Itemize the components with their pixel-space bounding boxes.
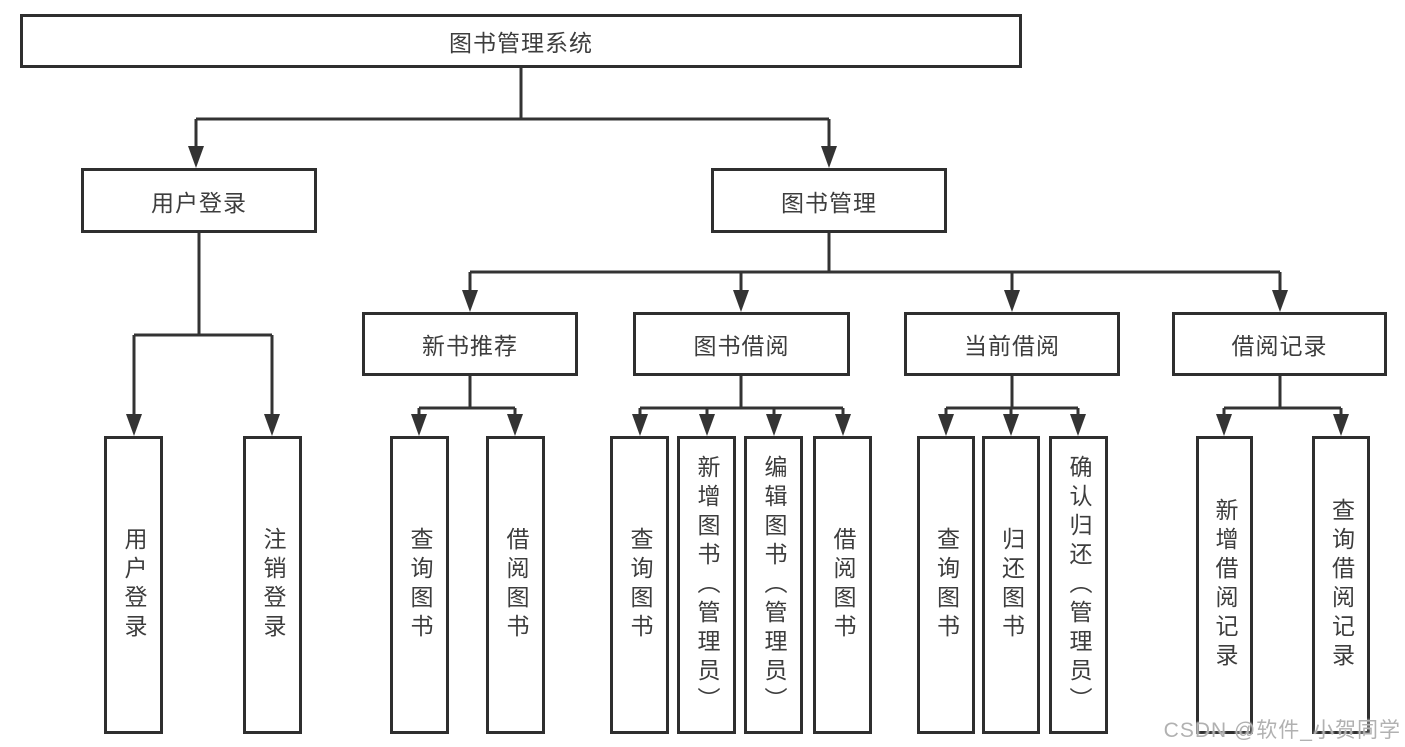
leaf-records-add: 新增借阅记录 [1196,436,1253,734]
leaf-logout: 注销登录 [243,436,302,734]
connector-book-management-to-level3 [462,233,1288,312]
leaf-borrow-borrow-label: 借阅图书 [830,527,856,643]
leaf-newbook-borrow-label: 借阅图书 [503,527,529,643]
connector-current-to-leaves [938,376,1086,436]
leaf-logout-label: 注销登录 [260,527,286,643]
connector-borrow-to-leaves [632,376,851,436]
leaf-current-return-label: 归还图书 [998,527,1025,643]
leaf-current-return: 归还图书 [982,436,1040,734]
leaf-user-login-label: 用户登录 [121,527,147,643]
connector-records-to-leaves [1216,376,1349,436]
leaf-records-query-label: 查询借阅记录 [1328,498,1355,672]
connector-root-to-level2 [188,68,837,168]
node-new-book: 新书推荐 [362,312,578,376]
leaf-current-confirm-label: 确认归还（管理员） [1066,454,1092,716]
leaf-borrow-query: 查询图书 [610,436,669,734]
leaf-borrow-borrow: 借阅图书 [813,436,872,734]
leaf-current-query: 查询图书 [917,436,975,734]
leaf-newbook-query-label: 查询图书 [407,527,433,643]
connector-new-book-to-leaves [411,376,523,436]
leaf-borrow-add-label: 新增图书（管理员） [694,454,720,716]
node-root: 图书管理系统 [20,14,1022,68]
leaf-newbook-borrow: 借阅图书 [486,436,545,734]
leaf-newbook-query: 查询图书 [390,436,449,734]
leaf-records-query: 查询借阅记录 [1312,436,1370,734]
connector-user-login-to-leaves [126,233,280,436]
leaf-borrow-edit-label: 编辑图书（管理员） [761,454,787,716]
leaf-borrow-add: 新增图书（管理员） [677,436,736,734]
leaf-borrow-edit: 编辑图书（管理员） [744,436,803,734]
node-user-login: 用户登录 [81,168,317,233]
node-records: 借阅记录 [1172,312,1387,376]
csdn-watermark: CSDN @软件_小贺同学 [1163,719,1401,742]
leaf-borrow-query-label: 查询图书 [627,527,653,643]
leaf-current-query-label: 查询图书 [933,527,960,643]
leaf-records-add-label: 新增借阅记录 [1212,498,1238,672]
leaf-user-login: 用户登录 [104,436,163,734]
node-book-management: 图书管理 [711,168,947,233]
node-current: 当前借阅 [904,312,1120,376]
node-borrow: 图书借阅 [633,312,850,376]
leaf-current-confirm: 确认归还（管理员） [1049,436,1108,734]
